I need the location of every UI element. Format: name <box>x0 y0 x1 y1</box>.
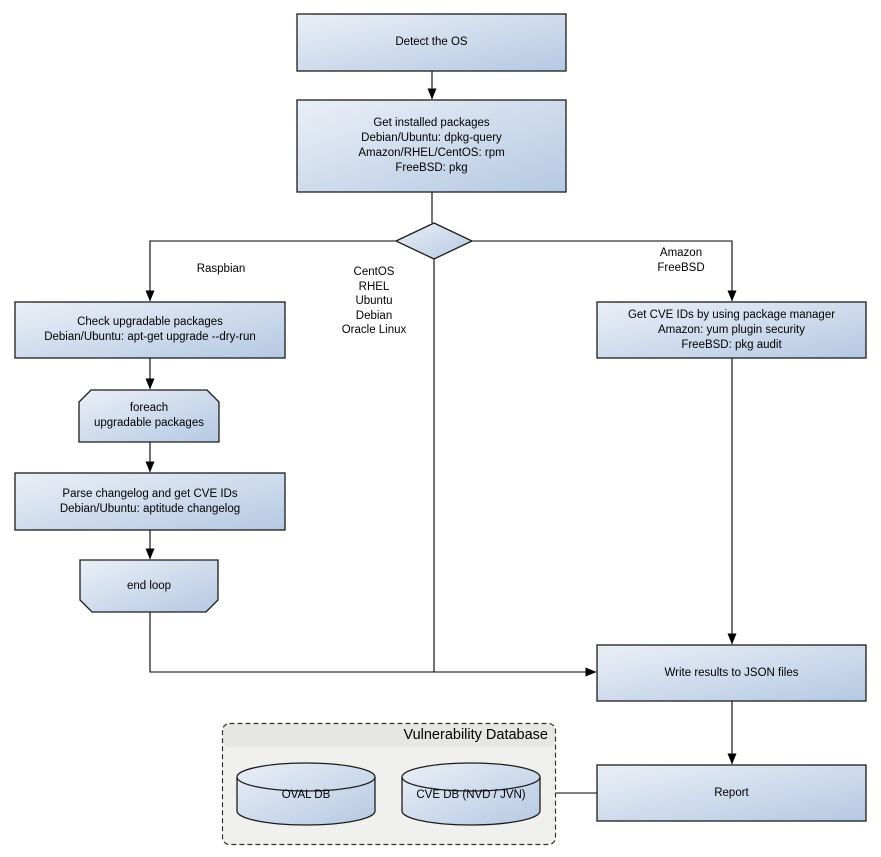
oval-db-cylinder <box>236 762 376 826</box>
check-upgradable-box <box>14 301 286 359</box>
database-cylinders <box>236 762 541 826</box>
end-loop-shape <box>79 559 219 613</box>
db-container-header-band <box>223 724 555 747</box>
edge-decision-to-checkupgradable <box>145 240 396 302</box>
foreach-loop-shape <box>78 389 220 443</box>
parse-changelog-box <box>14 472 286 531</box>
nodes <box>14 13 867 822</box>
detect-os-box <box>296 13 567 72</box>
oval-db-cylinder-rim <box>236 776 376 792</box>
report-box <box>596 764 867 822</box>
branch-label-centos-group: CentOS RHEL Ubuntu Debian Oracle Linux <box>341 266 407 336</box>
get-installed-packages-box <box>296 99 567 193</box>
branch-label-amazon-freebsd: Amazon FreeBSD <box>657 247 705 274</box>
cve-db-cylinder-rim <box>401 776 541 792</box>
get-cve-ids-box <box>596 301 867 359</box>
branch-label-raspbian: Raspbian <box>196 263 246 275</box>
write-results-box <box>596 644 867 702</box>
os-decision-diamond <box>394 222 474 260</box>
edge-endloop-to-writeresults <box>149 612 597 677</box>
cve-db-cylinder <box>401 762 541 826</box>
vulnerability-database-title: Vulnerability Database <box>403 727 548 743</box>
edge-decision-to-getcveids <box>472 240 737 302</box>
